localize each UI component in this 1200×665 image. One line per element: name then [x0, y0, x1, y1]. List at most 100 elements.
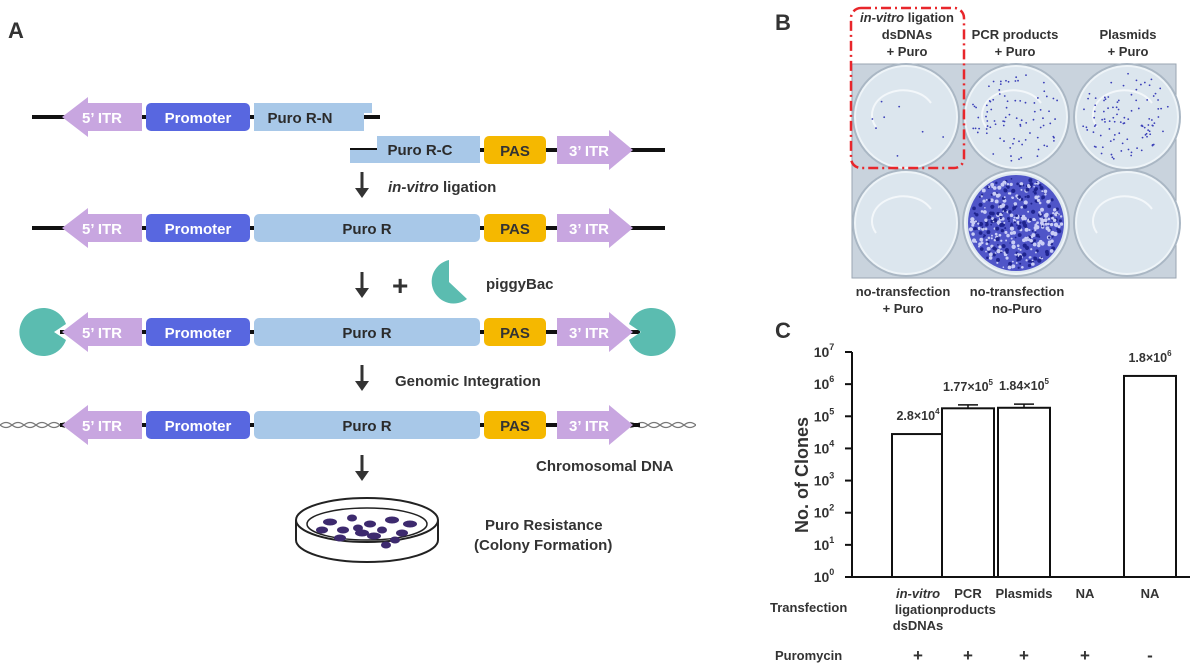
puromycin-sign: + — [1019, 646, 1029, 665]
x-category-label: Plasmids — [995, 586, 1052, 601]
svg-text:Puro R-N: Puro R-N — [268, 110, 333, 127]
pas-box: PAS — [484, 136, 546, 164]
chromosome-helix — [0, 420, 696, 430]
colony-dot — [323, 518, 337, 526]
y-tick-label: 100 — [814, 567, 835, 585]
chromosome-label: Chromosomal DNA — [536, 458, 674, 475]
culture-well — [1073, 169, 1181, 277]
y-tick-label: 102 — [814, 503, 835, 521]
svg-text:3’ ITR: 3’ ITR — [569, 418, 609, 435]
colony-dot — [334, 534, 346, 542]
value-label: 1.84×105 — [999, 377, 1050, 393]
culture-well — [962, 169, 1070, 277]
itr5-arrow: 5’ ITR — [62, 405, 142, 445]
promoter-box: Promoter — [146, 214, 250, 242]
colony-dot — [316, 526, 328, 534]
colony-dot — [377, 526, 387, 534]
y-tick-label: 101 — [814, 535, 835, 553]
x-category-label: NA — [1076, 586, 1095, 601]
svg-text:Promoter: Promoter — [165, 110, 232, 127]
chart-bar — [891, 433, 945, 578]
x-category-label: NA — [1141, 586, 1160, 601]
puro-resistance-box: Puro R — [254, 214, 480, 242]
plate-top-labels: in-vitro ligation dsDNAs + Puro PCR prod… — [860, 10, 1157, 59]
panel-a-label: A — [8, 18, 24, 43]
svg-text:Promoter: Promoter — [165, 418, 232, 435]
plus-sign: + — [392, 270, 408, 301]
itr3-arrow: 3’ ITR — [557, 208, 633, 248]
resistance-label: Puro Resistance — [485, 517, 603, 534]
y-tick-label: 103 — [814, 471, 835, 489]
puro-c-fragment: Puro R-C — [350, 136, 480, 163]
ligation-label: in-vitro ligation — [388, 179, 496, 196]
piggybac-icon — [431, 260, 467, 304]
chart-bar — [1123, 374, 1177, 579]
value-label: 1.8×106 — [1128, 349, 1172, 365]
y-tick-label: 104 — [814, 438, 835, 456]
x-category-label-2: products — [940, 602, 996, 617]
svg-text:Puro R: Puro R — [342, 221, 391, 238]
culture-well — [852, 63, 960, 171]
chart-bar — [997, 406, 1051, 578]
petri-dish-icon — [295, 497, 439, 563]
svg-text:3’ ITR: 3’ ITR — [569, 221, 609, 238]
well-label-notrans-nopuro: no-transfection — [970, 284, 1065, 299]
puromycin-sign: + — [913, 646, 923, 665]
pas-box: PAS — [484, 318, 546, 346]
transfection-row-label: Transfection — [770, 600, 847, 615]
x-category-label-2: ligation — [895, 602, 941, 617]
svg-text:5’ ITR: 5’ ITR — [82, 221, 122, 238]
culture-well — [962, 63, 1070, 171]
svg-text:PAS: PAS — [500, 325, 530, 342]
piggybac-left-icon — [19, 308, 66, 356]
itr5-arrow: 5’ ITR — [62, 208, 142, 248]
svg-text:Promoter: Promoter — [165, 221, 232, 238]
well-label-ligation-2: dsDNAs — [882, 27, 933, 42]
y-tick-label: 107 — [814, 342, 835, 360]
well-label-pcr-2: + Puro — [995, 44, 1036, 59]
well-label-plasmids-2: + Puro — [1108, 44, 1149, 59]
itr3-arrow: 3’ ITR — [557, 405, 633, 445]
highlight-box — [849, 6, 966, 170]
puromycin-sign: - — [1147, 646, 1153, 665]
promoter-box: Promoter — [146, 318, 250, 346]
svg-text:PAS: PAS — [500, 418, 530, 435]
y-axis-label: No. of Clones — [792, 417, 812, 533]
culture-well — [852, 169, 960, 277]
culture-well — [1073, 63, 1181, 171]
colony-dot — [390, 536, 400, 544]
puromycin-sign: + — [963, 646, 973, 665]
colony-dot — [403, 520, 417, 528]
y-tick-label: 105 — [814, 406, 835, 424]
well-label-pcr: PCR products — [972, 27, 1059, 42]
piggybac-right-icon — [629, 308, 676, 357]
bar-chart: 1001011021031041051061072.8×104in-vitrol… — [814, 342, 1190, 665]
colony-dot — [367, 532, 381, 540]
puromycin-row-label: Puromycin — [775, 648, 842, 663]
colony-formation-label: (Colony Formation) — [474, 537, 612, 554]
well-label-ligation: in-vitro ligation — [860, 10, 954, 25]
well-label-notrans-puro-2: + Puro — [883, 301, 924, 316]
pas-box: PAS — [484, 411, 546, 439]
x-category-label: in-vitro — [896, 586, 940, 601]
pas-box: PAS — [484, 214, 546, 242]
x-category-label: PCR — [954, 586, 982, 601]
well-label-plasmids: Plasmids — [1099, 27, 1156, 42]
svg-text:3’ ITR: 3’ ITR — [569, 143, 609, 160]
puro-resistance-box: Puro R — [254, 411, 480, 439]
promoter-box: Promoter — [146, 411, 250, 439]
svg-text:5’ ITR: 5’ ITR — [82, 418, 122, 435]
construct-row-ligated: 5’ ITR Promoter Puro R PAS 3’ ITR — [32, 208, 665, 248]
itr5-arrow: 5’ ITR — [62, 97, 142, 137]
piggybac-label: piggyBac — [486, 276, 554, 293]
chart-bar — [941, 407, 995, 579]
svg-text:3’ ITR: 3’ ITR — [569, 325, 609, 342]
itr5-arrow: 5’ ITR — [62, 312, 142, 352]
colony-dot — [385, 516, 399, 524]
step-arrow-dish — [355, 455, 369, 481]
puro-resistance-box: Puro R — [254, 318, 480, 346]
colony-dot — [396, 529, 408, 537]
colony-dot — [337, 526, 349, 534]
